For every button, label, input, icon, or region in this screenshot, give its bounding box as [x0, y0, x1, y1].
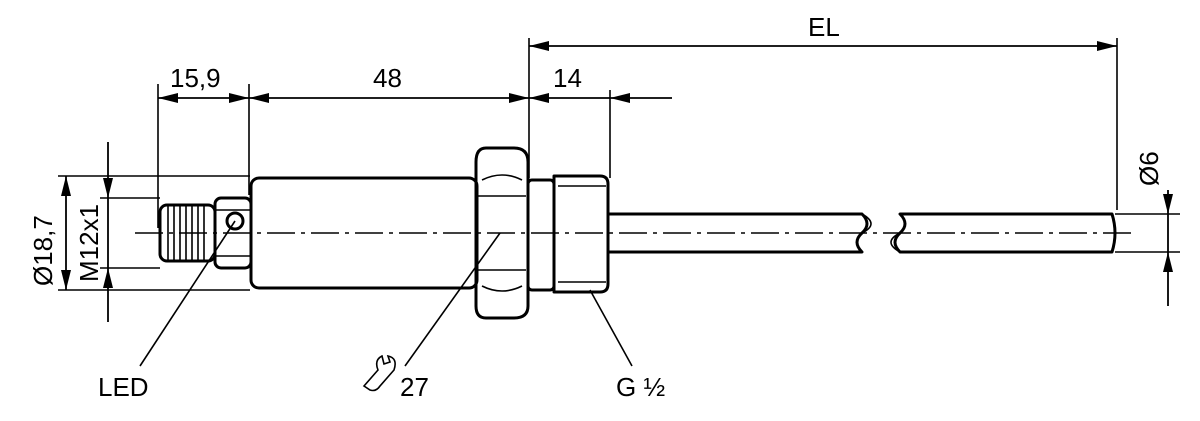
callout-led: LED	[98, 220, 236, 402]
probe-tube	[606, 212, 1117, 254]
dimension-el-label: EL	[808, 12, 840, 42]
dimension-body-length: 48	[249, 63, 529, 103]
led-indicator	[225, 211, 245, 231]
callout-process-thread-label: G ½	[616, 372, 665, 402]
dimension-connector-length: 15,9	[158, 63, 249, 103]
dimension-body-diameter: Ø18,7	[28, 176, 71, 290]
dimension-probe-diameter: Ø6	[1134, 151, 1173, 306]
extension-lines	[58, 38, 1180, 291]
dimension-connector-length-label: 15,9	[170, 63, 221, 93]
dimension-thread-length: 14	[529, 63, 672, 103]
dimension-thread-length-label: 14	[553, 63, 582, 93]
callout-wrench-label: 27	[400, 372, 429, 402]
callout-led-label: LED	[98, 372, 149, 402]
process-thread	[526, 174, 610, 294]
m12-connector	[158, 196, 253, 270]
dimension-body-diameter-label: Ø18,7	[28, 215, 58, 286]
dimension-el: EL	[529, 12, 1117, 51]
callout-process-thread: G ½	[589, 289, 665, 402]
hex-nut	[474, 146, 530, 320]
dimension-body-length-label: 48	[373, 63, 402, 93]
dimension-connector-thread: M12x1	[74, 142, 113, 322]
wrench-icon	[362, 354, 396, 392]
callout-wrench: 27	[362, 232, 501, 402]
dimension-connector-thread-label: M12x1	[74, 204, 104, 282]
dimension-probe-diameter-label: Ø6	[1134, 151, 1164, 186]
